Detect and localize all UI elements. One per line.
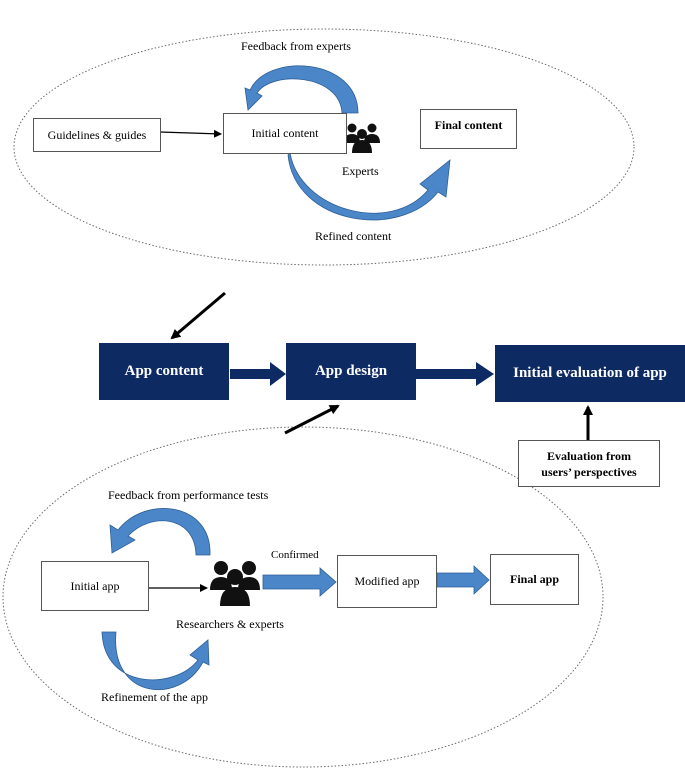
confirmed-block-arrow: [262, 567, 337, 597]
experts-label: Experts: [342, 164, 379, 178]
experts-people-icon: [344, 123, 380, 153]
guidelines-to-initial-arrow: [159, 129, 222, 138]
guidelines-box: Guidelines & guides: [33, 118, 161, 152]
users-perspectives-box: Evaluation from users’ perspectives: [518, 440, 660, 487]
app-dev-ellipse: [2, 426, 604, 768]
ellipse-to-app-design-arrow: [284, 404, 340, 435]
app-design-box: App design: [286, 343, 416, 400]
initial-content-box: Initial content: [223, 113, 347, 154]
users-box-line1: Evaluation from: [546, 448, 632, 463]
final-app-box: Final app: [490, 554, 579, 605]
feedback-from-experts-label: Feedback from experts: [241, 39, 351, 53]
modified-app-box: Modified app: [337, 555, 437, 608]
content-to-design-arrow: [230, 362, 286, 386]
initial-app-box: Initial app: [41, 561, 149, 611]
initial-evaluation-box: Initial evaluation of app: [495, 345, 685, 402]
refined-curved-arrow: [287, 152, 451, 221]
confirmed-label: Confirmed: [271, 549, 319, 561]
content-dev-ellipse: [13, 28, 635, 266]
design-to-evaluation-arrow: [416, 362, 494, 386]
ellipse-to-app-content-arrow: [170, 291, 226, 340]
final-content-box: Final content: [420, 109, 517, 149]
modified-to-final-block-arrow: [436, 565, 490, 595]
performance-feedback-label: Feedback from performance tests: [108, 488, 269, 502]
app-content-box: App content: [99, 343, 229, 400]
researchers-people-icon: [210, 561, 260, 606]
feedback-curved-arrow: [244, 65, 359, 114]
researchers-experts-label: Researchers & experts: [176, 617, 284, 631]
performance-feedback-arrow: [109, 508, 211, 556]
refinement-curved-arrow: [101, 631, 210, 691]
refined-content-label: Refined content: [315, 229, 392, 243]
users-box-line2: users’ perspectives: [541, 464, 637, 479]
refinement-label: Refinement of the app: [101, 690, 208, 704]
